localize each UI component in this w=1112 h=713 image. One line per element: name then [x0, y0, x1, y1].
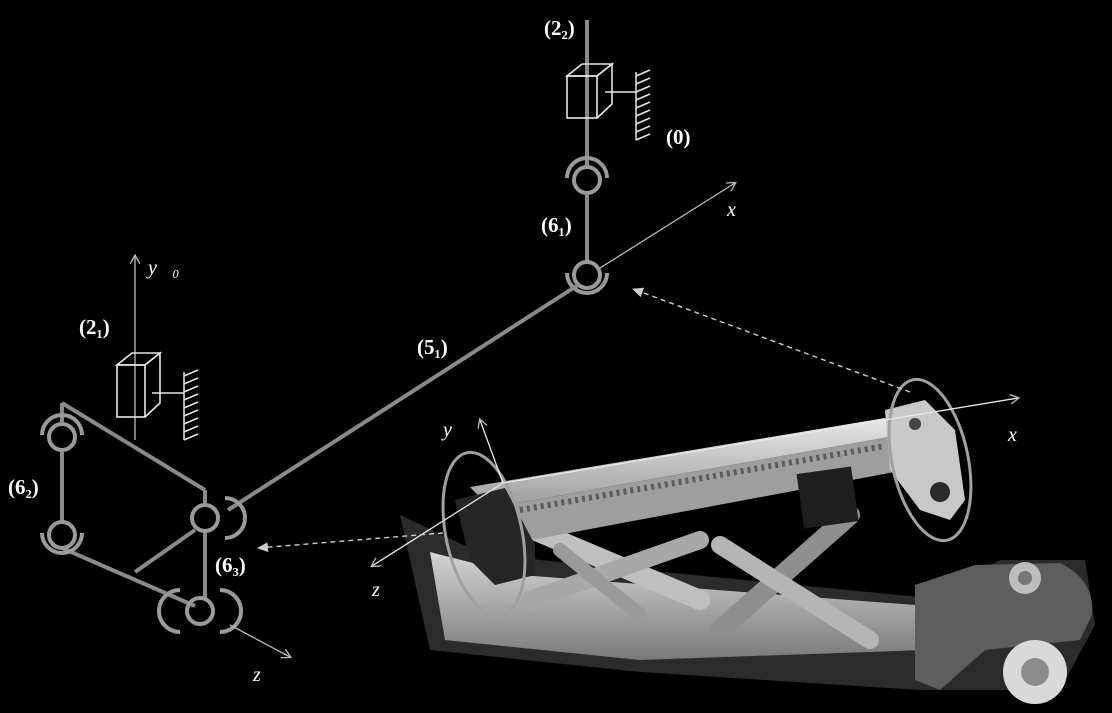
top-ground-support [605, 69, 651, 141]
dashed-arrow-top-joint [632, 287, 911, 393]
label-ground-top: (2₂) [544, 16, 575, 40]
link-5-1 [226, 283, 580, 512]
photo-y-axis [480, 420, 504, 484]
label-ground-left: (2₁) [79, 315, 110, 339]
photo-right-pivot [930, 482, 950, 502]
exoskeleton-photo [400, 400, 1095, 704]
photo-motor-cap-inner [1018, 571, 1032, 585]
revolute-joint-top-1 [565, 156, 609, 195]
photo-motor-housing [915, 563, 1093, 690]
label-link-5: (5₁) [417, 335, 448, 359]
revolute-joint-top-2 [565, 260, 609, 295]
dashed-arrow-bottom-joint [257, 532, 444, 553]
left-ground-support [152, 369, 199, 441]
photo-wheel-hub [1021, 658, 1049, 686]
left-frame-links [60, 401, 207, 608]
photo-left-end [455, 488, 535, 585]
axis-label-z-schematic: z⃗ [253, 664, 277, 686]
photo-axes [372, 398, 1018, 566]
schematic-z-axis [229, 624, 290, 657]
photo-base-surface [430, 552, 925, 660]
revolute-joint-left-bottom [40, 520, 84, 555]
highlight-right-joint [887, 377, 973, 543]
photo-rail-side [490, 435, 905, 545]
revolute-joint-right-top [190, 496, 247, 540]
axis-label-x-schematic: x⃗ [727, 199, 752, 221]
left-prismatic-joint [114, 351, 163, 418]
highlight-left-joint [441, 450, 527, 618]
axis-label-y0: y⃗₀ [148, 257, 180, 279]
axis-label-z-photo: z⃗ [372, 579, 396, 601]
label-joint-top: (6₁) [541, 213, 572, 237]
top-prismatic-joint [564, 62, 615, 119]
label-joint-left: (6₂) [8, 475, 39, 499]
photo-x-axis [502, 398, 1018, 484]
axis-label-x-photo: x⃗ [1008, 424, 1033, 446]
schematic-x-axis [599, 183, 735, 269]
photo-right-pin [909, 418, 921, 430]
revolute-joint-right-bottom [157, 588, 243, 634]
photo-scissor-links [500, 505, 879, 649]
axis-label-y-photo: y⃗ [443, 419, 468, 441]
label-frame-0: (0) [666, 125, 691, 149]
photo-z-axis [372, 482, 504, 566]
label-joint-bottom: (6₃) [215, 553, 246, 577]
photo-rail-top [470, 418, 900, 508]
photo-rack-teeth [519, 443, 886, 513]
revolute-joint-left-top [40, 413, 84, 452]
photo-carriage [796, 466, 859, 529]
